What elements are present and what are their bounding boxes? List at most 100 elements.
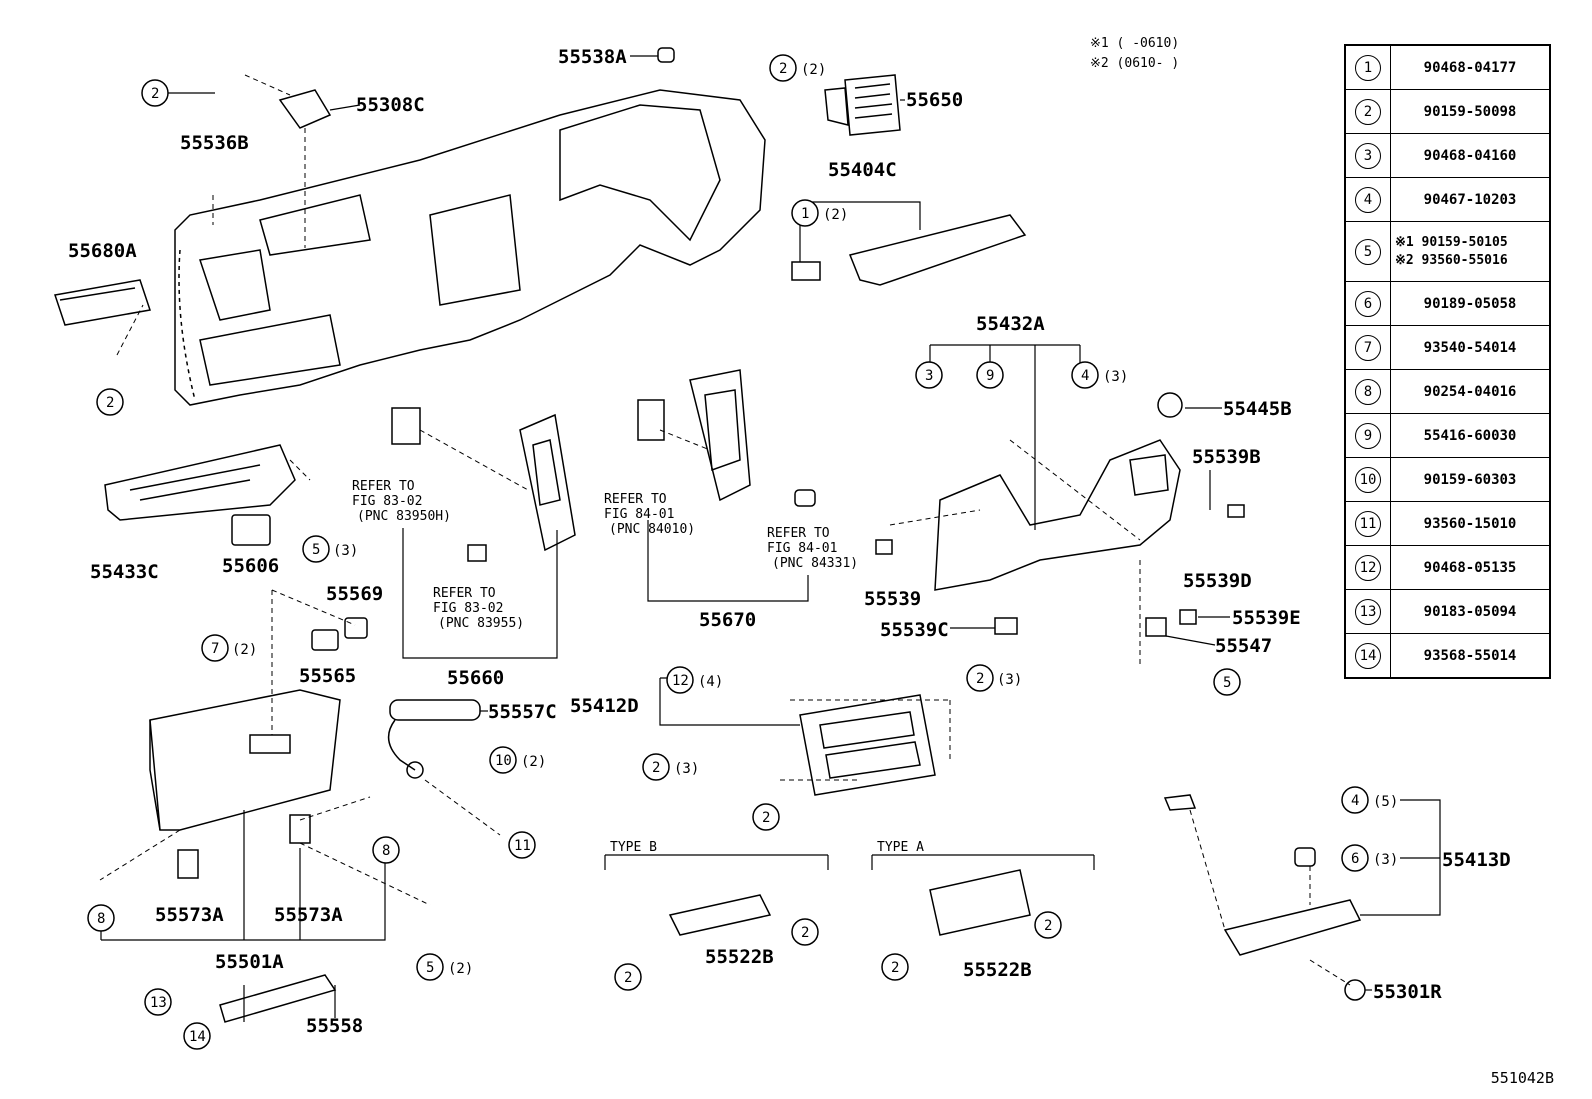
legend-num: 1 bbox=[1355, 54, 1381, 81]
reference-callouts: 2 2 1 2 3 9 4 5 7 12 2 5 10 2 2 11 8 8 5… bbox=[87, 54, 1369, 1050]
svg-text:2: 2 bbox=[976, 671, 984, 687]
ref3-line2: FIG 84-01 bbox=[604, 507, 674, 522]
part-55670-drawing bbox=[689, 369, 751, 502]
callout-7: 7 bbox=[201, 634, 229, 662]
svg-text:12: 12 bbox=[672, 673, 689, 689]
ref1-line2: FIG 83-02 bbox=[352, 494, 422, 509]
switch-83950H-drawing bbox=[391, 407, 421, 445]
switch-83955-drawing bbox=[467, 544, 487, 562]
note-2: ※2 (0610- ) bbox=[1090, 56, 1180, 71]
part-55539-drawing bbox=[875, 539, 893, 555]
legend-part: 90468-04177 bbox=[1390, 44, 1551, 90]
legend-part: 93540-54014 bbox=[1390, 325, 1551, 370]
label-55413D: 55413D bbox=[1442, 849, 1511, 871]
callout-8-b: 8 bbox=[87, 904, 115, 932]
part-55547-drawing bbox=[1145, 617, 1167, 637]
ref1-line3: (PNC 83950H) bbox=[357, 509, 451, 524]
legend-part: 90468-05135 bbox=[1390, 545, 1551, 590]
callout-2-i: 2 bbox=[881, 953, 909, 981]
ref2-line3: (PNC 83955) bbox=[438, 616, 524, 631]
svg-text:14: 14 bbox=[189, 1029, 206, 1045]
callout-12: 12 bbox=[666, 666, 694, 694]
svg-text:2: 2 bbox=[106, 395, 114, 411]
qty-3-panel: (3) bbox=[333, 543, 358, 559]
label-55536B: 55536B bbox=[180, 132, 249, 154]
part-55557C-drawing bbox=[387, 699, 481, 779]
qty-3-bezel-left: (3) bbox=[674, 761, 699, 777]
svg-text:8: 8 bbox=[382, 843, 390, 859]
label-55660: 55660 bbox=[447, 667, 504, 689]
callout-2-g: 2 bbox=[614, 963, 642, 991]
label-55445B: 55445B bbox=[1223, 398, 1292, 420]
part-labels: 55538A 55308C 55650 55536B 55404C 55680A… bbox=[68, 46, 1511, 1037]
legend-part: 90183-05094 bbox=[1390, 589, 1551, 634]
label-55569: 55569 bbox=[326, 583, 383, 605]
part-55660-drawing bbox=[519, 413, 576, 552]
svg-text:7: 7 bbox=[211, 641, 219, 657]
callout-13: 13 bbox=[144, 988, 172, 1016]
part-55413D-drawing bbox=[1163, 794, 1362, 956]
svg-text:10: 10 bbox=[495, 753, 512, 769]
legend-num: 14 bbox=[1355, 642, 1381, 669]
ref1-line1: REFER TO bbox=[352, 479, 415, 494]
svg-text:2: 2 bbox=[762, 810, 770, 826]
legend-num: 4 bbox=[1355, 186, 1381, 213]
type-a-label: TYPE A bbox=[877, 840, 924, 855]
legend-part-variant-1: ※1 90159-50105 bbox=[1395, 234, 1508, 250]
part-55522B-typeA-drawing bbox=[929, 869, 1031, 936]
legend-num: 2 bbox=[1355, 98, 1381, 125]
ref2-line1: REFER TO bbox=[433, 586, 496, 601]
callout-4-b: 4 bbox=[1341, 786, 1369, 814]
label-55501A: 55501A bbox=[215, 951, 284, 973]
svg-text:2: 2 bbox=[652, 760, 660, 776]
qty-3-bezel-right: (3) bbox=[997, 672, 1022, 688]
callout-2-f: 2 bbox=[752, 803, 780, 831]
qty-2-glovebox: (2) bbox=[448, 961, 473, 977]
label-55522B-typeA: 55522B bbox=[963, 959, 1032, 981]
svg-text:5: 5 bbox=[426, 960, 434, 976]
label-55670: 55670 bbox=[699, 609, 756, 631]
note-1: ※1 ( -0610) bbox=[1090, 36, 1180, 51]
label-55301R: 55301R bbox=[1373, 981, 1442, 1003]
legend-num: 6 bbox=[1355, 290, 1381, 317]
legend-num: 10 bbox=[1355, 466, 1381, 493]
legend-part: 55416-60030 bbox=[1390, 413, 1551, 458]
legend-num: 12 bbox=[1355, 554, 1381, 581]
svg-text:2: 2 bbox=[151, 86, 159, 102]
label-55433C: 55433C bbox=[90, 561, 159, 583]
legend-row: 12 90468-05135 bbox=[1344, 545, 1551, 590]
callout-2-d: 2 bbox=[966, 664, 994, 692]
label-55557C: 55557C bbox=[488, 701, 557, 723]
label-55573A-right: 55573A bbox=[274, 904, 343, 926]
callout-2-h: 2 bbox=[791, 918, 819, 946]
ref4-line2: FIG 84-01 bbox=[767, 541, 837, 556]
callout-8-a: 8 bbox=[372, 836, 400, 864]
label-55606: 55606 bbox=[222, 555, 279, 577]
svg-text:4: 4 bbox=[1081, 368, 1089, 384]
ref2-line2: FIG 83-02 bbox=[433, 601, 503, 616]
label-55308C: 55308C bbox=[356, 94, 425, 116]
callout-4-a: 4 bbox=[1071, 361, 1099, 389]
svg-text:2: 2 bbox=[801, 925, 809, 941]
ref3-line1: REFER TO bbox=[604, 492, 667, 507]
qty-2-trim: (2) bbox=[823, 207, 848, 223]
label-55650: 55650 bbox=[906, 89, 963, 111]
label-55547: 55547 bbox=[1215, 635, 1272, 657]
part-55539E-drawing bbox=[1179, 609, 1197, 625]
svg-text:2: 2 bbox=[779, 61, 787, 77]
legend-num: 5 bbox=[1355, 238, 1381, 265]
svg-text:11: 11 bbox=[514, 838, 531, 854]
part-55412D-drawing bbox=[799, 694, 936, 796]
callout-5-c: 5 bbox=[416, 953, 444, 981]
part-55404C-drawing bbox=[791, 214, 1027, 286]
callout-6: 6 bbox=[1341, 844, 1369, 872]
part-55539B-drawing bbox=[1227, 504, 1245, 518]
qty-2-clip: (2) bbox=[232, 642, 257, 658]
callout-2-j: 2 bbox=[1034, 911, 1062, 939]
